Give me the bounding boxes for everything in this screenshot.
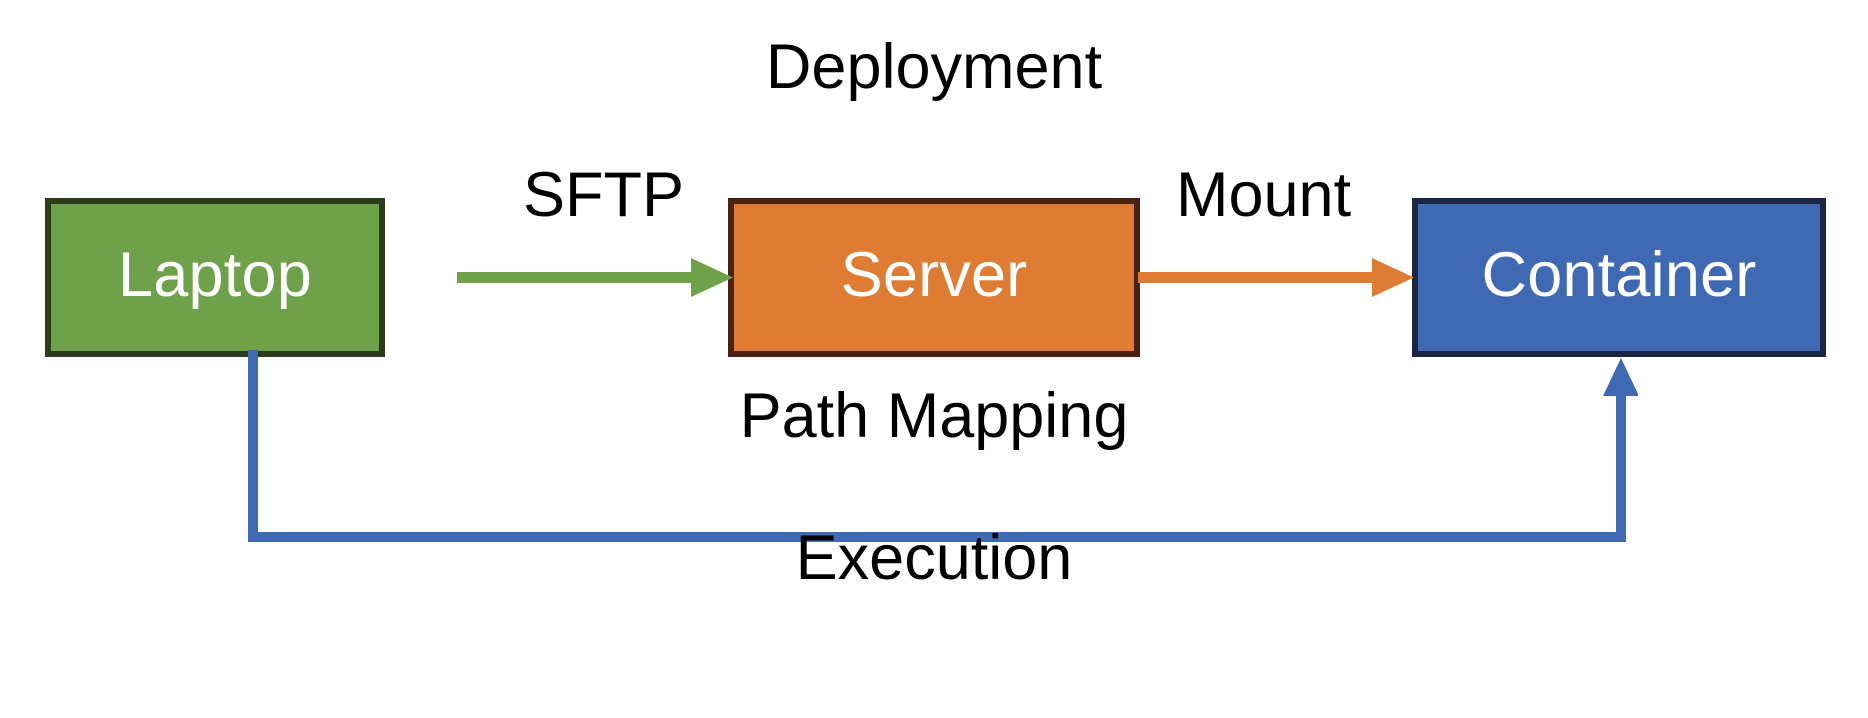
mount-arrow-shape [1138,258,1414,297]
path-mapping-right-stem [1616,392,1626,537]
path-mapping-left-stem [248,350,258,540]
node-laptop[interactable]: Laptop [45,198,385,357]
edge-mount-arrow [1138,258,1414,297]
edge-sftp-label: SFTP [523,160,685,230]
edge-path-mapping-arrow [248,350,1638,542]
diagram-bottom-caption: Execution [795,523,1073,593]
path-mapping-arrowhead [1603,358,1638,396]
node-container-label: Container [1481,240,1757,310]
node-server[interactable]: Server [728,198,1140,357]
diagram-title: Deployment [765,32,1103,102]
node-laptop-label: Laptop [118,240,312,310]
node-container[interactable]: Container [1412,198,1826,357]
node-server-label: Server [840,240,1028,310]
sftp-arrow-shape [457,258,733,297]
edge-path-mapping-label: Path Mapping [739,381,1129,451]
edge-mount-label: Mount [1176,160,1352,230]
path-mapping-bottom-stem [248,532,1626,542]
edge-sftp-arrow [457,258,733,297]
